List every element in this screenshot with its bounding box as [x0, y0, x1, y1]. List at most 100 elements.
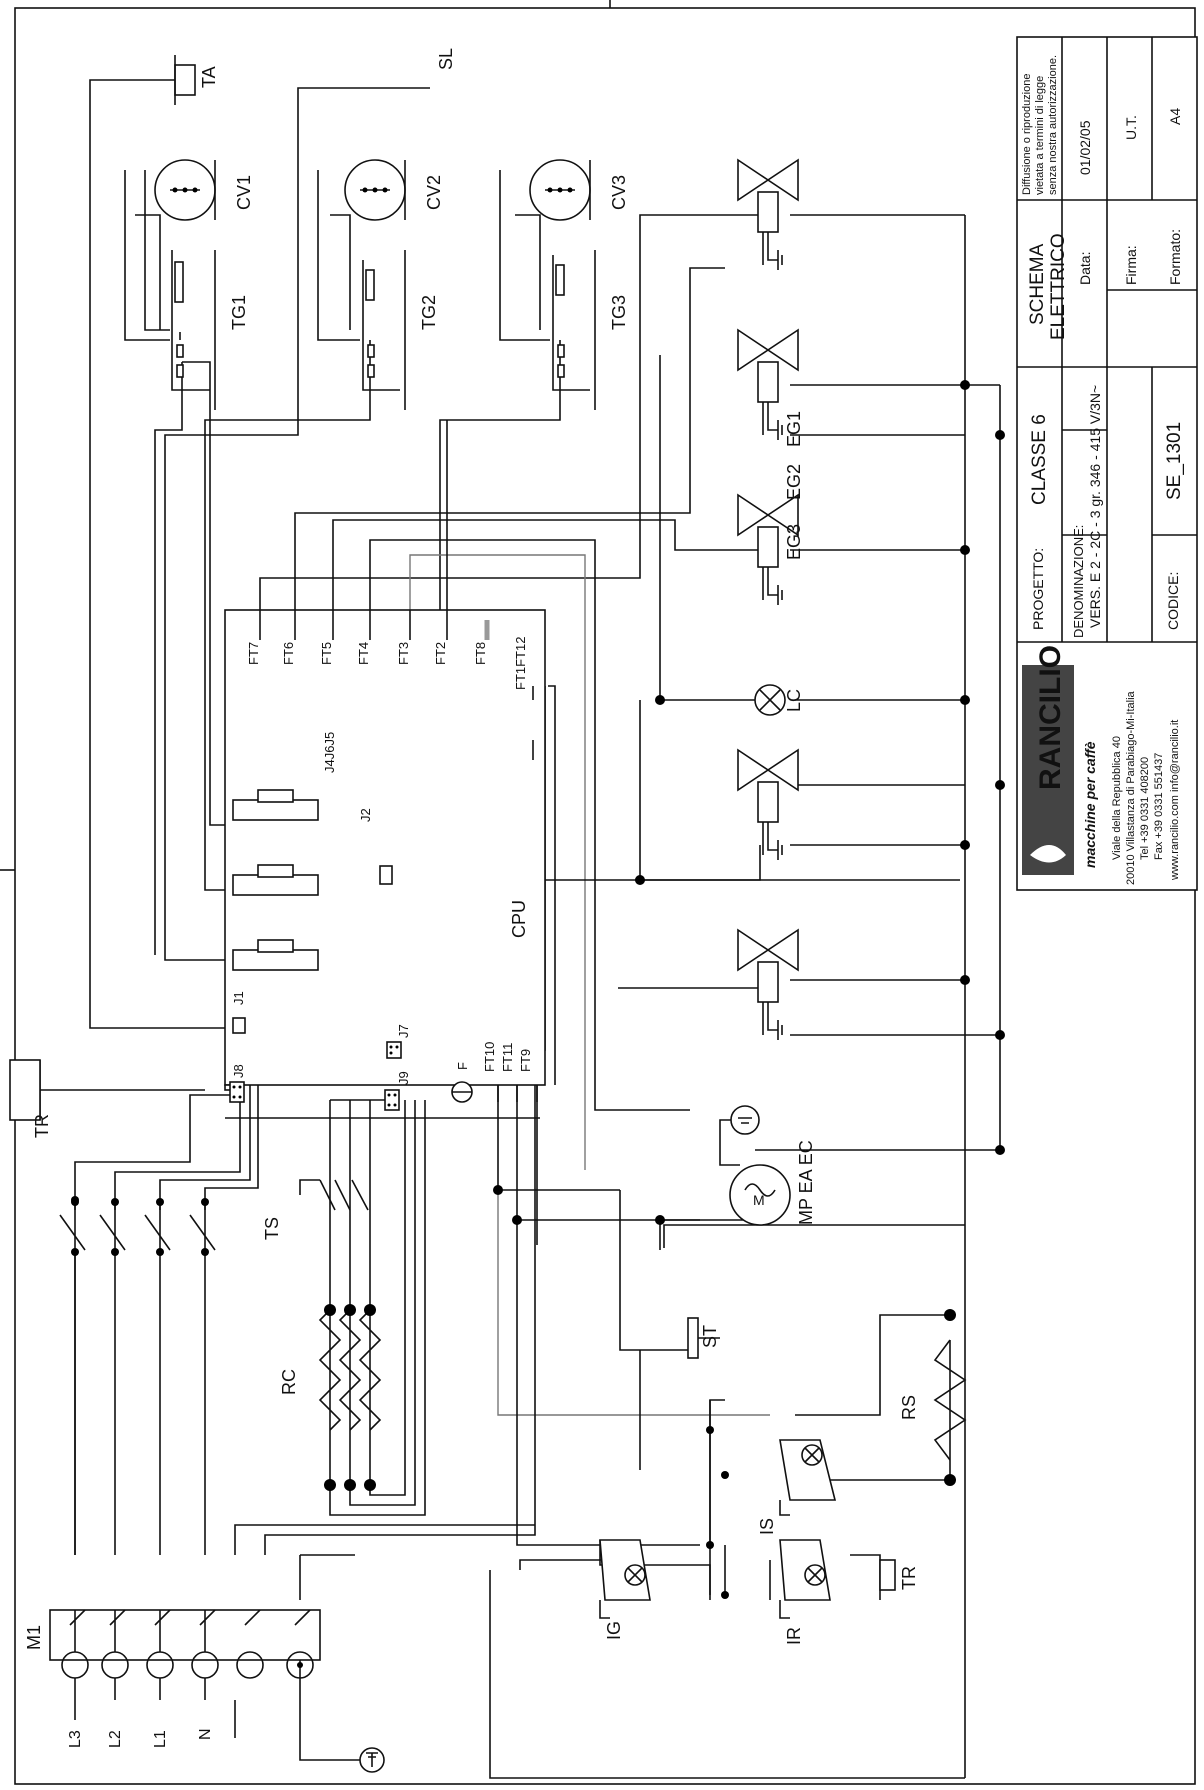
tb-progetto-label: PROGETTO: [1030, 548, 1046, 630]
label-m1: M1 [24, 1625, 44, 1650]
label-j1: J1 [231, 991, 246, 1005]
label-is: IS [757, 1518, 777, 1535]
label-l3: L3 [67, 1730, 84, 1748]
label-rc: RC [279, 1369, 299, 1395]
label-j4j6j5: J4J6J5 [322, 732, 337, 773]
tb-firma-value: U.T. [1123, 115, 1139, 140]
label-mp-ea-ec: MP EA EC [796, 1140, 816, 1225]
tb-notice-2: vietata a termini di legge [1034, 76, 1046, 195]
label-ft9: FT9 [518, 1049, 533, 1072]
cpu-labels: FT7 FT6 FT5 FT4 FT3 FT2 FT8 FT1FT12 J4J6… [231, 637, 533, 1085]
label-ft3: FT3 [396, 642, 411, 665]
label-eg1: EG1 [784, 411, 804, 447]
tb-progetto-value: CLASSE 6 [1029, 414, 1050, 505]
rs-resistor: RS [899, 1309, 967, 1486]
ig-switch: IG [599, 1539, 651, 1640]
label-j8: J8 [231, 1064, 246, 1078]
tb-codice-value: SE_1301 [1164, 422, 1185, 500]
cv3-coil: CV3 [529, 159, 629, 221]
cv2-coil: CV2 [344, 159, 444, 221]
earth-ground-icon [359, 1747, 385, 1773]
tb-schema-2: ELETTRICO [1048, 233, 1069, 340]
tg1-block: TG1 [171, 250, 249, 410]
label-ft8: FT8 [473, 642, 488, 665]
tb-denominazione-label: DENOMINAZIONE: [1071, 525, 1086, 638]
label-j7: J7 [396, 1024, 411, 1038]
label-j2: J2 [358, 808, 373, 822]
label-l1: L1 [152, 1730, 169, 1748]
rc-heater: RC [279, 1304, 382, 1491]
fuse-f [451, 1081, 473, 1103]
label-ts: TS [262, 1217, 282, 1240]
tb-address-1: Viale della Repubblica 40 [1111, 736, 1123, 860]
cv1-coil: CV1 [154, 159, 254, 221]
label-ig: IG [604, 1621, 624, 1640]
tb-notice-3: senza nostra autorizzazione. [1047, 55, 1059, 195]
tb-logo-tagline: macchine per caffè [1082, 741, 1098, 868]
is-switch: IS [757, 1439, 837, 1535]
solenoid-valves [737, 158, 799, 1040]
tb-address-3: Tel +39 0331 408200 [1139, 757, 1151, 860]
tb-firma-label: Firma: [1123, 245, 1139, 285]
tr-relay: TR [9, 1059, 216, 1256]
label-ft2: FT2 [433, 642, 448, 665]
label-tg1: TG1 [229, 295, 249, 330]
j7-connector [386, 1041, 402, 1059]
label-ft4: FT4 [356, 642, 371, 665]
label-lc: LC [784, 689, 804, 712]
label-n: N [197, 1728, 214, 1740]
tg3-block: TG3 [552, 250, 629, 410]
tb-logo-text: RANCILIO [1034, 645, 1067, 790]
tb-address-2: 20010 Villastanza di Parabiago-Mi-Italia [1125, 690, 1137, 885]
rancilio-logo: RANCILIO macchine per caffè [1022, 645, 1098, 875]
label-ft7: FT7 [246, 642, 261, 665]
ir-switch: IR [779, 1539, 831, 1645]
lc-lamp: LC [754, 684, 804, 716]
tb-address-4: Fax +39 0331 551437 [1153, 753, 1165, 860]
label-cv1: CV1 [234, 175, 254, 210]
label-f: F [455, 1062, 470, 1070]
label-ft6: FT6 [281, 642, 296, 665]
m1-terminal-block: M1 L3 L2 L1 N [24, 1609, 385, 1773]
label-ft1ft12: FT1FT12 [513, 637, 528, 690]
tb-data-value: 01/02/05 [1077, 120, 1093, 175]
label-cv3: CV3 [609, 175, 629, 210]
wiring [39, 79, 1001, 1779]
label-tr-bottom: TR [899, 1566, 919, 1590]
label-ta: TA [199, 66, 219, 88]
label-eg3: EG3 [784, 524, 804, 560]
label-ft11: FT11 [500, 1043, 515, 1072]
st-sensor: ST [640, 1317, 720, 1359]
j9-connector [384, 1089, 400, 1111]
j8-connector [229, 1081, 245, 1103]
label-ir: IR [784, 1627, 804, 1645]
tb-formato-label: Formato: [1167, 229, 1183, 285]
tb-address-5: www.rancilio.com info@rancilio.it [1169, 720, 1181, 881]
tb-schema-1: SCHEMA [1027, 243, 1048, 325]
tb-denominazione-value: VERS. E 2 - 2C - 3 gr. 346 - 415 V/3N~ [1087, 385, 1103, 628]
tg2-block: TG2 [362, 250, 439, 410]
label-sl: SL [436, 48, 456, 70]
label-ft10: FT10 [482, 1042, 497, 1072]
tb-codice-label: CODICE: [1165, 572, 1181, 630]
label-motor-m: M [753, 1192, 765, 1208]
label-l2: L2 [107, 1730, 124, 1748]
label-tr-top: TR [32, 1114, 52, 1138]
tb-data-label: Data: [1077, 252, 1093, 285]
tb-formato-value: A4 [1167, 108, 1183, 125]
junction-dots [71, 380, 1005, 1225]
title-block: Diffusione o riproduzione vietata a term… [1016, 36, 1198, 891]
ts-thermostat: TS [262, 1179, 369, 1240]
label-ft5: FT5 [319, 642, 334, 665]
label-cpu: CPU [509, 900, 529, 938]
label-cv2: CV2 [424, 175, 444, 210]
ta-sensor: TA [174, 55, 219, 105]
tb-notice-1: Diffusione o riproduzione [1021, 74, 1033, 195]
label-rs: RS [899, 1395, 919, 1420]
cpu-board [224, 609, 546, 1119]
label-eg2: EG2 [784, 464, 804, 500]
label-tg3: TG3 [609, 295, 629, 330]
label-tg2: TG2 [419, 295, 439, 330]
label-st: ST [700, 1325, 720, 1348]
